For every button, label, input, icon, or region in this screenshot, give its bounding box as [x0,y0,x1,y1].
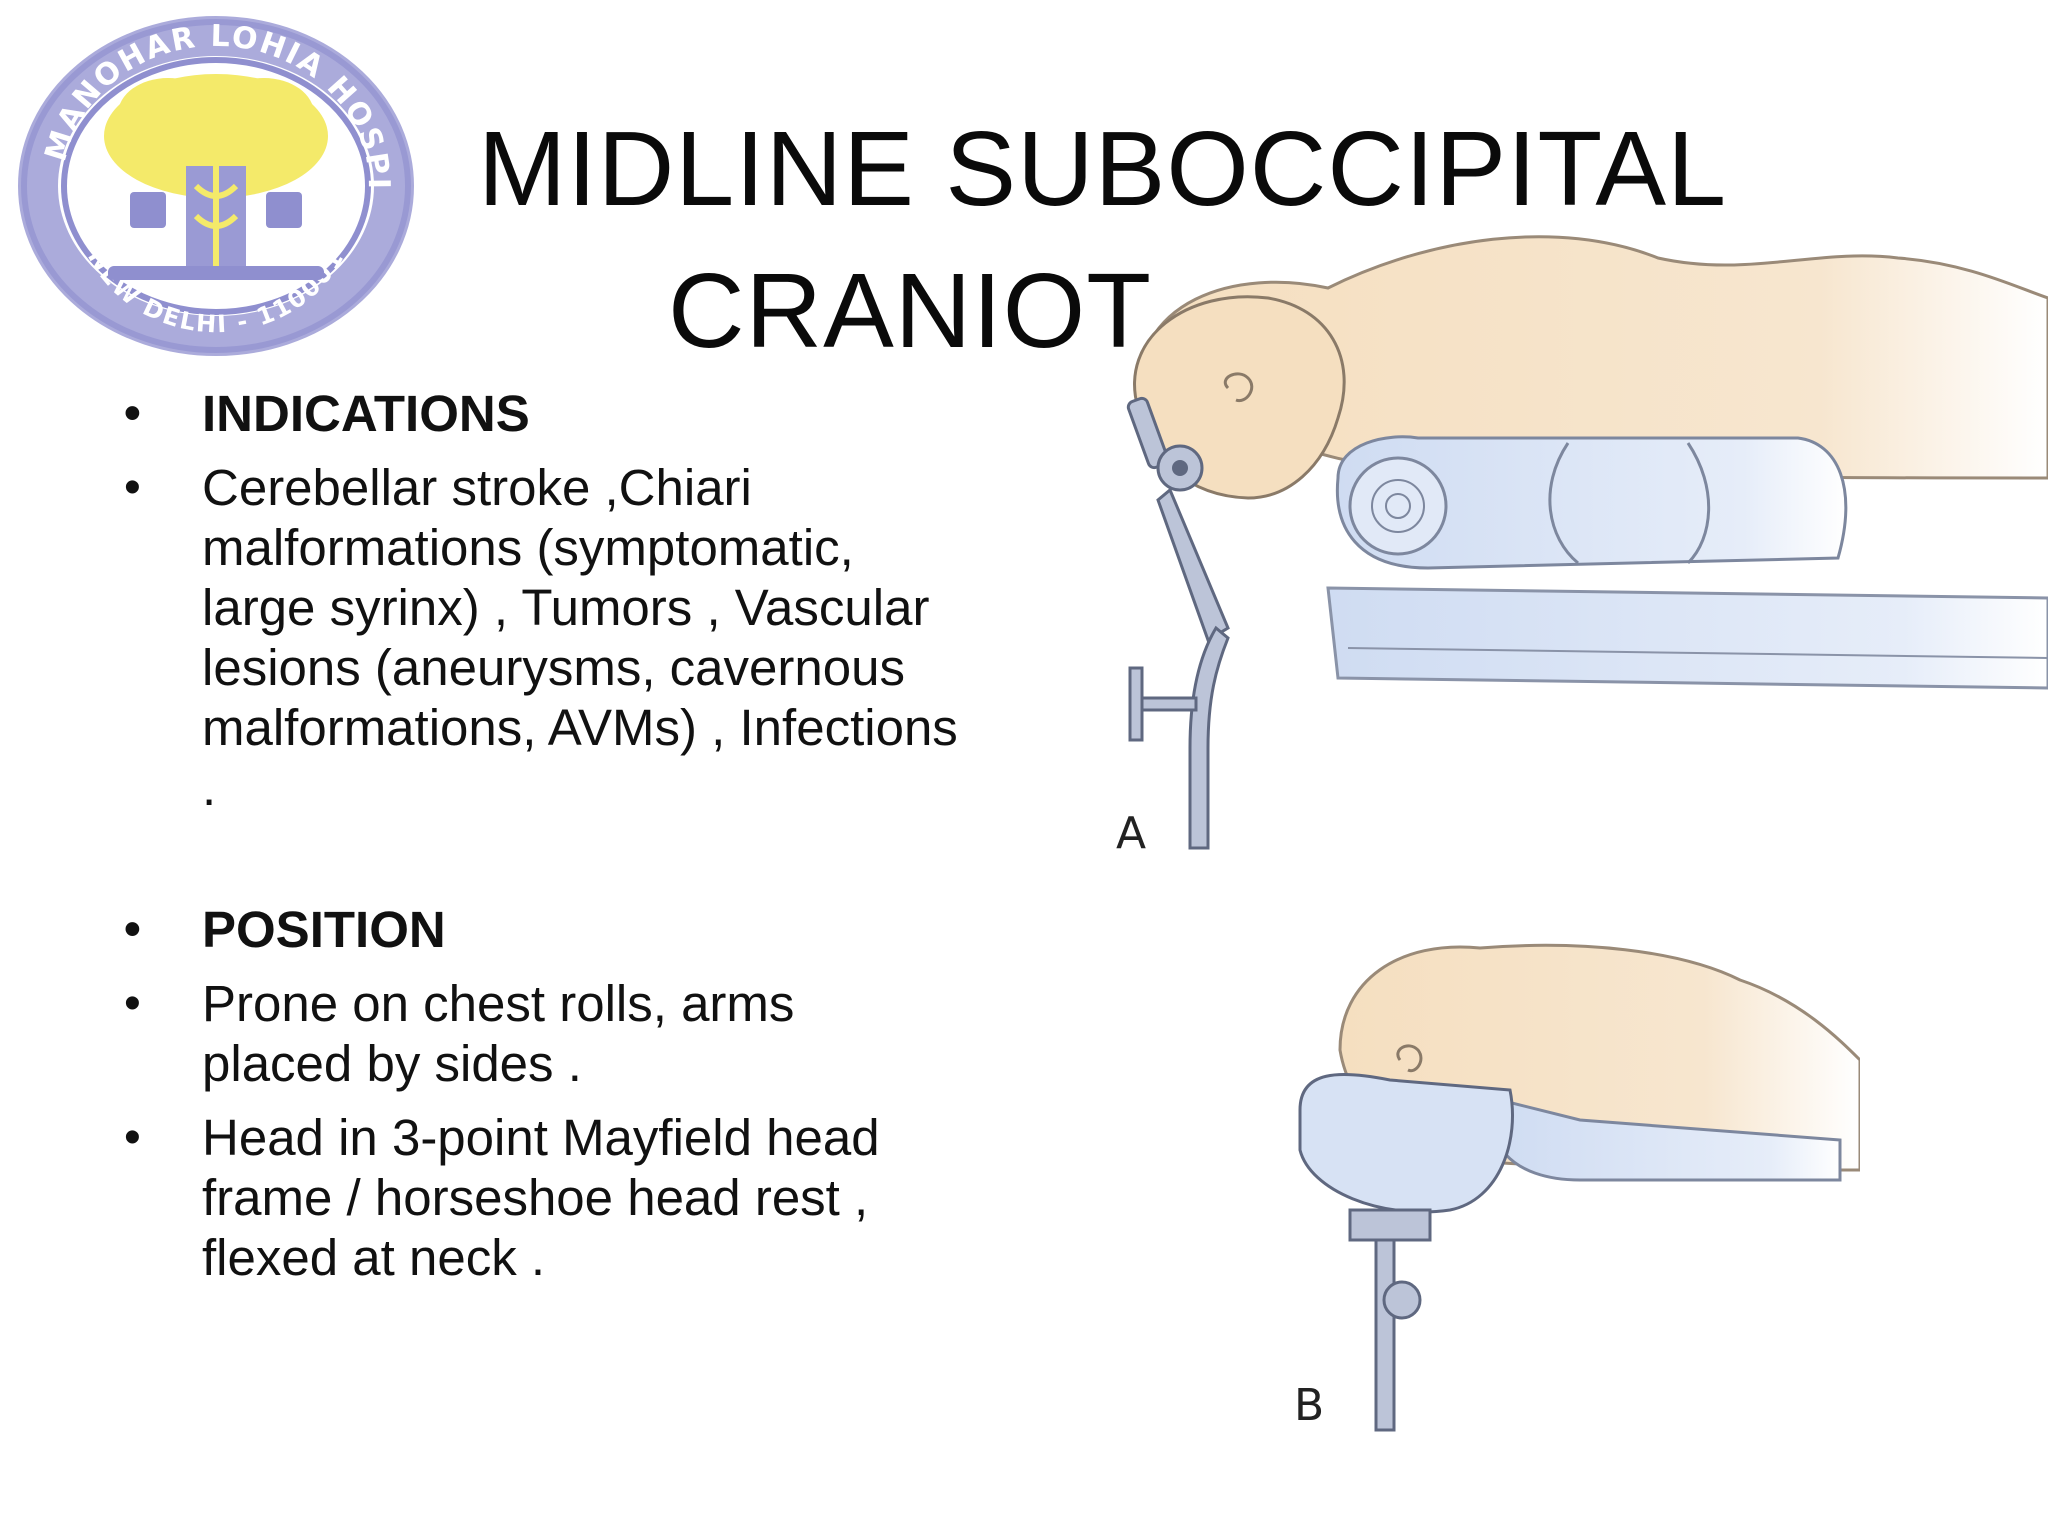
slide-title-line-2: CRANIOT [668,252,1152,370]
slide-title-line-1: MIDLINE SUBOCCIPITAL [478,110,1728,228]
bullet-indications-heading: INDICATIONS [118,384,958,444]
bullet-position-heading: POSITION [118,900,958,960]
figure-a-prone-mayfield: A [1116,235,2048,859]
bullet-position-head: Head in 3-point Mayfield head frame / ho… [118,1108,958,1288]
tree-icon [104,74,328,280]
emblem-icon [130,192,302,228]
figure-b-label: B [1294,1380,1324,1431]
figure-a-label: A [1116,808,1146,859]
bullet-position-prone: Prone on chest rolls, arms placed by sid… [118,974,958,1094]
hospital-logo: RAM MANOHAR LOHIA HOSPITAL NEW DELHI - 1… [18,16,414,356]
figure-b-horseshoe-headrest: B [1294,943,1860,1432]
horseshoe-headrest-icon [1298,1072,1514,1432]
mayfield-frame-icon [1126,396,1230,850]
bullet-list: INDICATIONS Cerebellar stroke ,Chiari ma… [118,384,958,1288]
bullet-indications-text: Cerebellar stroke ,Chiari malformations … [118,458,958,818]
